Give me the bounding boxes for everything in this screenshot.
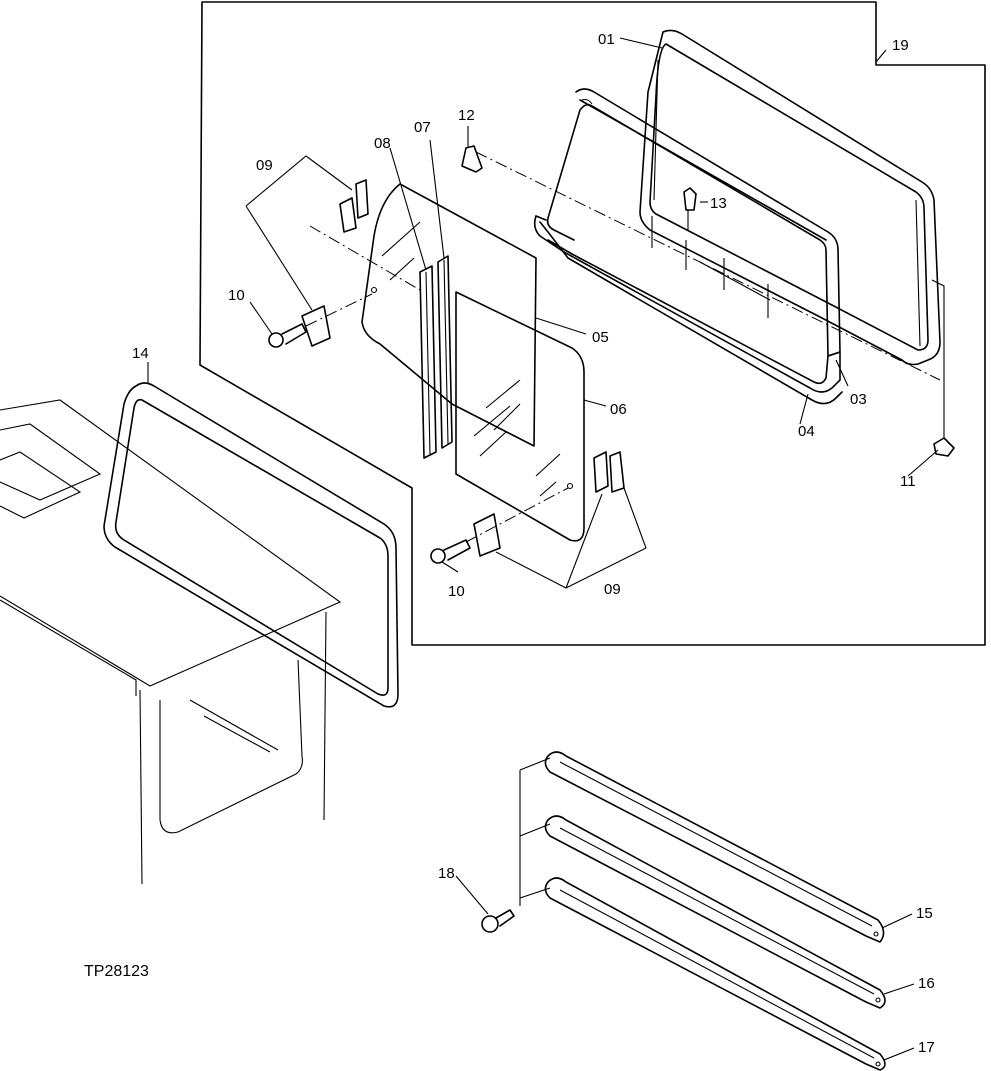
label-part-12: 12 (458, 107, 475, 124)
label-part-10-upper: 10 (228, 287, 245, 304)
label-part-15: 15 (916, 905, 933, 922)
figure-code: TP28123 (84, 963, 149, 980)
part-11-clip (931, 279, 955, 457)
label-part-08: 08 (374, 135, 391, 152)
label-part-17: 17 (918, 1039, 935, 1056)
label-part-06: 06 (610, 401, 627, 418)
label-part-09-lower: 09 (604, 581, 621, 598)
part-10-bolt-lower (430, 487, 569, 564)
label-part-10-lower: 10 (448, 583, 465, 600)
label-part-05: 05 (592, 329, 609, 346)
label-part-07: 07 (414, 119, 431, 136)
part-04-frame (533, 215, 843, 405)
part-09-clip-upper (245, 155, 369, 347)
label-part-03: 03 (850, 391, 867, 408)
part-18-bolt (481, 757, 551, 933)
part-05-glass (361, 183, 537, 447)
label-part-16: 16 (918, 975, 935, 992)
cab-body-outline (0, 399, 342, 885)
part-07-seal-strip (437, 255, 453, 449)
detail-inset-border (199, 1, 986, 646)
part-09-clip-lower (473, 451, 647, 589)
leader-lines (147, 37, 939, 1061)
part-13-latch (683, 187, 697, 230)
part-10-bolt-upper (268, 293, 373, 348)
part-17-arm (544, 877, 886, 1071)
part-12-clip (461, 126, 483, 173)
label-part-18: 18 (438, 865, 455, 882)
part-08-seal-strip (419, 265, 437, 459)
label-part-13: 13 (710, 195, 727, 212)
part-01-frame (639, 29, 941, 366)
label-part-09-upper: 09 (256, 157, 273, 174)
part-06-glass (455, 291, 585, 542)
back-panel-lines (309, 151, 941, 381)
part-15-arm (544, 751, 885, 943)
part-03-frame (535, 88, 841, 357)
label-part-14: 14 (132, 345, 149, 362)
label-part-04: 04 (798, 423, 815, 440)
label-part-11: 11 (900, 473, 916, 490)
label-part-01: 01 (598, 31, 615, 48)
part-16-arm (544, 815, 886, 1009)
part-14-weatherstrip (103, 382, 399, 708)
label-part-19: 19 (892, 37, 909, 54)
